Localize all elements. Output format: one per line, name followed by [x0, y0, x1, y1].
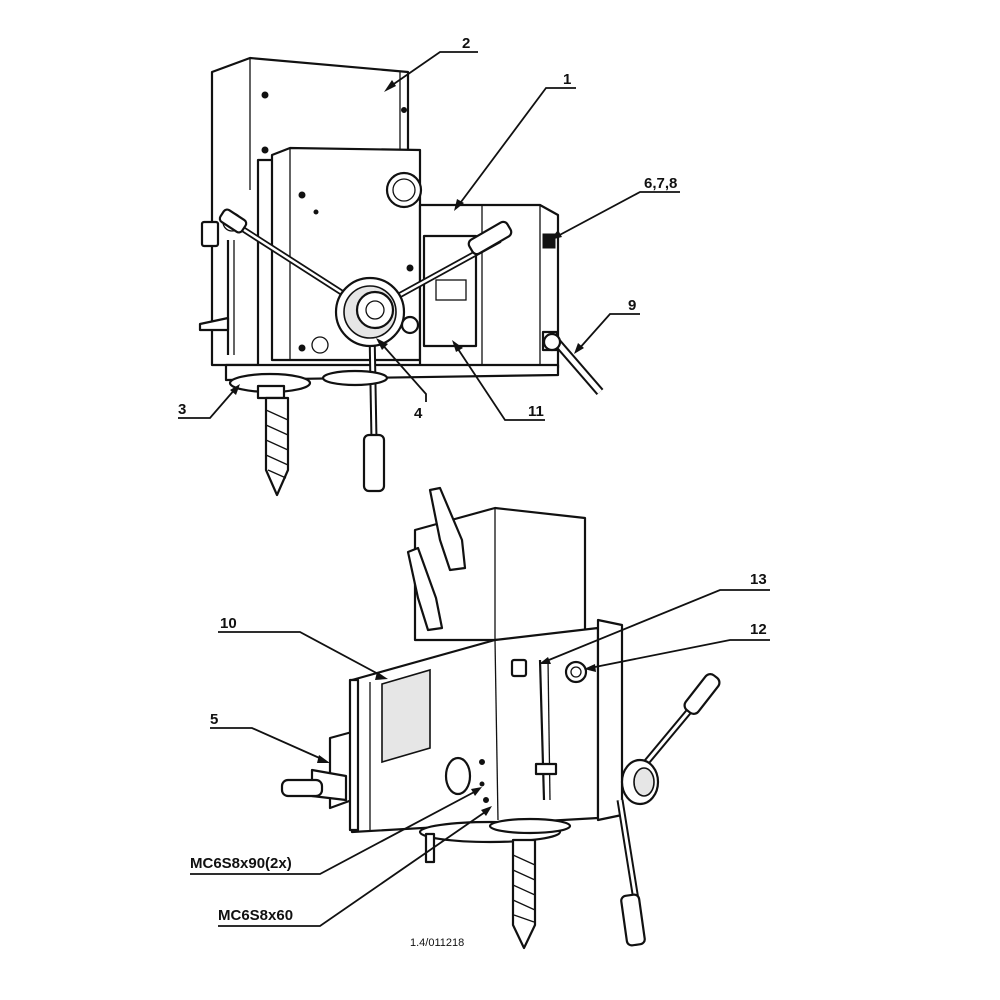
callout-13: 13: [750, 571, 767, 588]
wedge-arms: [406, 486, 467, 632]
clamp-handle: [542, 332, 604, 395]
drawing-code: 1.4/011218: [410, 937, 464, 949]
rear-housing: [350, 618, 624, 834]
rear-spindle: [418, 817, 572, 950]
callout-screw-90: MC6S8x90(2x): [190, 855, 292, 872]
callout-11: 11: [528, 403, 544, 420]
callout-2: 2: [462, 35, 470, 52]
callout-10: 10: [220, 615, 237, 632]
rear-feed-lever: [616, 673, 721, 947]
side-bracket-handle: [280, 678, 360, 832]
callout-screw-60: MC6S8x60: [218, 907, 293, 924]
callout-6-7-8: 6,7,8: [644, 175, 677, 192]
callout-12: 12: [750, 621, 767, 638]
callout-4: 4: [414, 405, 423, 422]
callout-9: 9: [628, 297, 636, 314]
spindle-drill: [228, 369, 389, 497]
callout-1: 1: [563, 71, 571, 88]
callout-labels: 2 1 6,7,8 9 3 4 11 13 12 10 5 MC6S8x90(2…: [178, 35, 767, 949]
feed-lever-assembly: [218, 208, 513, 493]
motor-block: [418, 203, 560, 370]
left-rail: [198, 212, 242, 355]
leader-lines: [178, 51, 770, 927]
callout-5: 5: [210, 711, 218, 728]
bottom-assembly: [280, 486, 721, 950]
callout-3: 3: [178, 401, 186, 418]
top-assembly: [198, 56, 604, 497]
